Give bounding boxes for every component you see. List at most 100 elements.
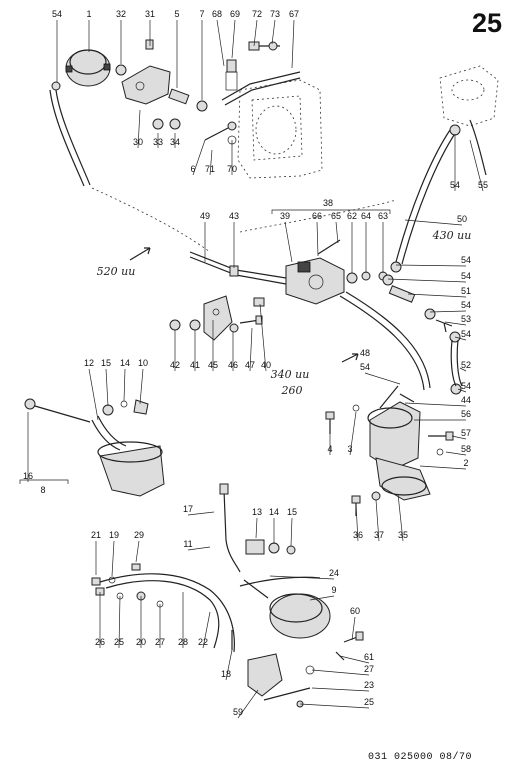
engine-block-outline — [237, 79, 323, 179]
callout-number: 41 — [190, 360, 200, 370]
callout-number: 22 — [198, 637, 208, 647]
leader-line — [135, 540, 140, 563]
leader-line — [387, 278, 467, 283]
callout-number: 16 — [23, 471, 33, 481]
callout-number: 30 — [133, 137, 143, 147]
part-56-heater-valve — [367, 385, 421, 471]
callout-number: 19 — [109, 530, 119, 540]
callout-number: 54 — [461, 381, 471, 391]
callout-number: 1 — [86, 9, 91, 19]
callout-number: 66 — [312, 211, 322, 221]
leader-line — [309, 595, 335, 601]
leader-line — [299, 703, 370, 709]
part-17-pipe — [219, 483, 229, 541]
callout-number: 9 — [331, 585, 336, 595]
leader-line — [451, 435, 467, 440]
callout-number: 39 — [280, 211, 290, 221]
leader-line — [253, 19, 258, 47]
part-40-screw — [253, 297, 265, 307]
handwritten-length-note: 340 ии — [271, 368, 310, 381]
callout-number: 21 — [91, 530, 101, 540]
callout-number: 17 — [183, 504, 193, 514]
callout-number: 44 — [461, 395, 471, 405]
leader-line — [255, 517, 258, 539]
leader-line — [139, 368, 144, 405]
part-54-clamps-right — [382, 261, 462, 395]
callout-number: 65 — [331, 211, 341, 221]
callout-number: 54 — [461, 271, 471, 281]
callout-number: 10 — [138, 358, 148, 368]
callout-number: 54 — [461, 255, 471, 265]
callout-number: 43 — [229, 211, 239, 221]
callout-number: 47 — [245, 360, 255, 370]
part-13-14-15-plate — [245, 539, 296, 555]
part-46-47-bolts — [229, 315, 263, 333]
callout-number: 64 — [361, 211, 371, 221]
leader-line — [111, 540, 115, 577]
part-62-64-63-fittings — [346, 271, 388, 284]
callout-number: 11 — [183, 539, 192, 549]
part-39-fuel-pump — [285, 239, 345, 305]
callout-number: 63 — [378, 211, 388, 221]
part-4-3-bolts — [325, 404, 360, 434]
leader-line — [237, 689, 259, 719]
leader-line — [291, 19, 295, 69]
callout-number: 35 — [398, 530, 408, 540]
leader-line — [316, 221, 319, 257]
leader-line — [192, 139, 206, 176]
leader-line — [209, 149, 213, 176]
callout-number: 46 — [228, 360, 238, 370]
part-6-71-70-bolts — [204, 121, 237, 145]
callout-number: 28 — [178, 637, 188, 647]
callout-number: 54 — [450, 180, 460, 190]
leader-line — [271, 19, 276, 45]
leader-line — [407, 293, 467, 298]
part-57-58-screw — [428, 431, 454, 456]
leader-line — [216, 19, 225, 67]
part-12-15-14-10-fittings — [102, 399, 149, 416]
callout-number: 5 — [174, 9, 179, 19]
carburetor-outline — [439, 65, 499, 127]
callout-number: 73 — [270, 9, 280, 19]
leader-line — [397, 493, 404, 542]
part-24-line — [239, 576, 321, 587]
leader-line — [404, 402, 467, 407]
callout-number: 52 — [461, 360, 471, 370]
handwritten-length-note: 520 ии — [97, 265, 136, 278]
callout-number: 32 — [116, 9, 126, 19]
part-32-nut — [115, 64, 127, 76]
page-number: 25 — [471, 8, 502, 38]
part-45-bracket — [203, 295, 233, 341]
callout-number: 38 — [323, 198, 333, 208]
callout-number: 45 — [208, 360, 218, 370]
part-67-strap — [221, 71, 301, 106]
part-38-bracket — [271, 209, 391, 214]
callout-number: 6 — [190, 164, 195, 174]
leader-line — [351, 616, 356, 641]
callout-number: 2 — [463, 458, 468, 468]
callout-number: 37 — [374, 530, 384, 540]
callout-number: 69 — [230, 9, 240, 19]
callout-number: 54 — [52, 9, 62, 19]
callout-number: 59 — [233, 707, 243, 717]
handwritten-length-note: 430 ии — [432, 229, 472, 242]
callout-number: 51 — [461, 286, 471, 296]
callout-number: 68 — [212, 9, 222, 19]
leader-line — [311, 669, 370, 676]
leader-line — [105, 368, 109, 407]
leader-line — [445, 451, 467, 456]
callout-number: 53 — [461, 314, 471, 324]
callout-number: 27 — [364, 664, 374, 674]
leader-line — [364, 372, 401, 385]
part-52-hose — [450, 339, 463, 387]
part-33-34-nuts — [152, 118, 181, 130]
callout-number: 25 — [114, 637, 124, 647]
callout-number: 71 — [205, 164, 215, 174]
callout-number: 25 — [364, 697, 374, 707]
callout-number: 4 — [327, 444, 332, 454]
callout-number: 7 — [199, 9, 204, 19]
callout-number: 56 — [461, 409, 471, 419]
leader-line — [231, 19, 236, 59]
